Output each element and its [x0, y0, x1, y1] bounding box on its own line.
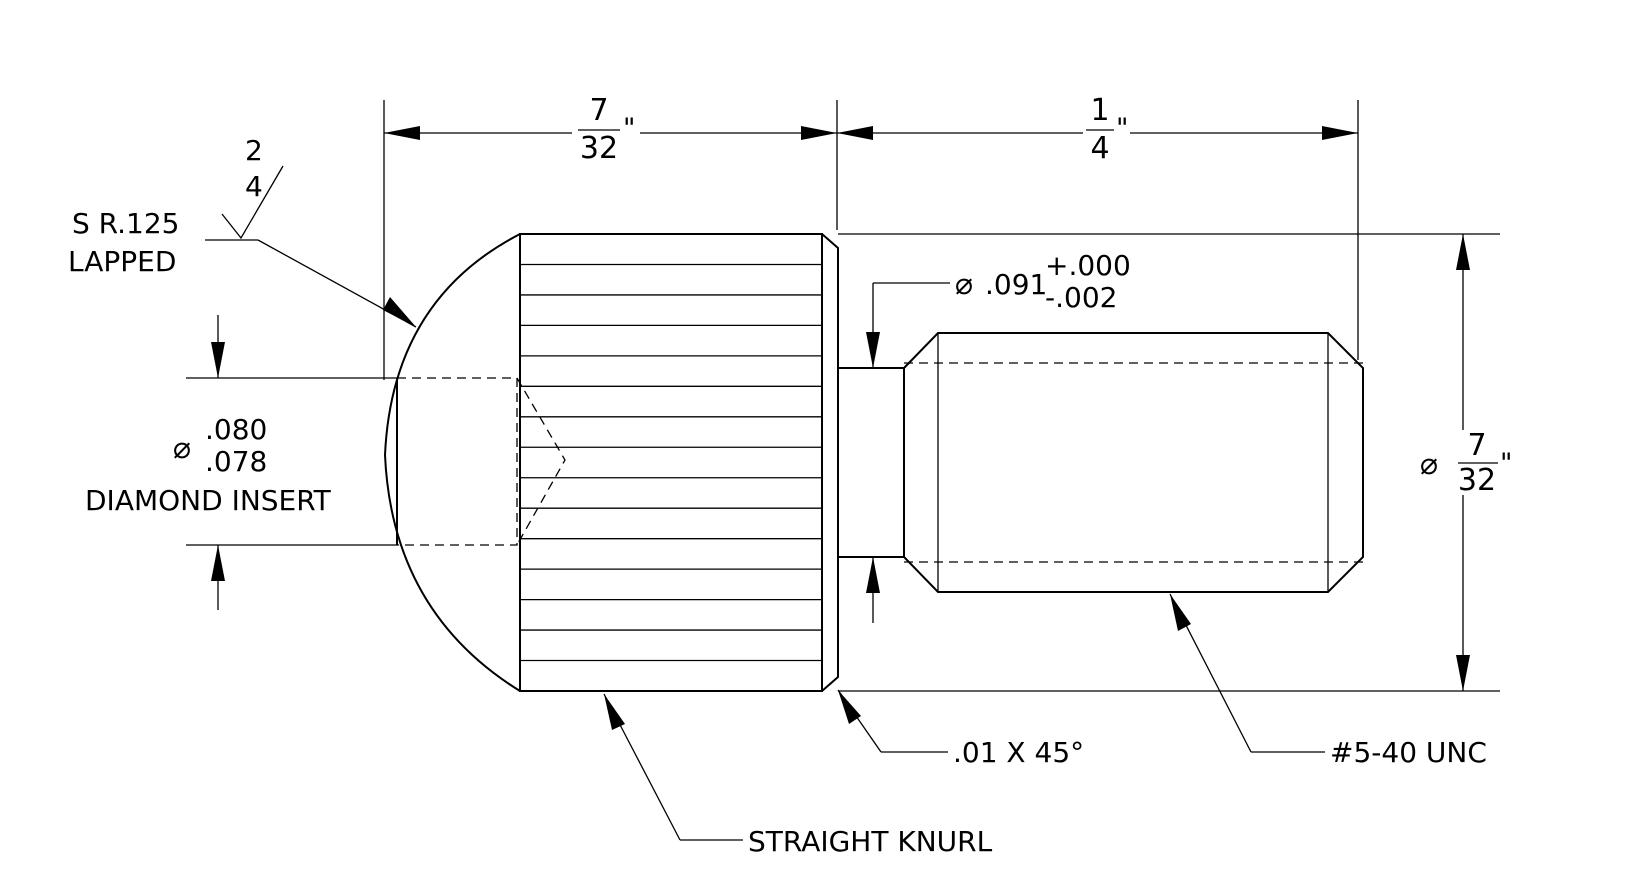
- relief-diameter-value: .091: [985, 268, 1047, 301]
- relief-neck: [837, 367, 905, 558]
- diameter-symbol: ⌀: [173, 431, 191, 466]
- arrowhead: [801, 126, 837, 140]
- insert-lower-limit: .078: [205, 445, 267, 478]
- spherical-end: [383, 233, 521, 692]
- inch-mark: ": [1500, 448, 1512, 479]
- diameter-symbol: ⌀: [955, 267, 973, 302]
- knurl-lines: [520, 263, 822, 662]
- arrowhead: [211, 342, 225, 378]
- arrowhead: [866, 557, 880, 593]
- surface-finish-symbol: [221, 165, 284, 240]
- part-outline: [383, 233, 1364, 692]
- arrowhead: [1170, 594, 1191, 631]
- arrowhead: [866, 332, 880, 368]
- chamfer-callout: .01 X 45°: [837, 689, 1084, 769]
- sphere-finish-label: LAPPED: [68, 245, 176, 278]
- finish-lower-value: 4: [245, 170, 263, 203]
- arrowhead: [383, 297, 416, 327]
- dim-denominator: 4: [1090, 131, 1109, 166]
- dimension-thread-length: 1 4 ": [837, 93, 1359, 360]
- dim-denominator: 32: [1458, 463, 1496, 498]
- finish-upper-value: 2: [245, 134, 263, 167]
- dimension-diameter: ⌀ 7 32 ": [838, 233, 1512, 692]
- surface-finish-callout: 2 4 S R.125 LAPPED: [68, 134, 417, 328]
- insert-label: DIAMOND INSERT: [85, 484, 332, 517]
- arrowhead: [837, 126, 873, 140]
- diameter-symbol: ⌀: [1420, 447, 1438, 482]
- thread-callout: #5-40 UNC: [1169, 593, 1487, 769]
- inch-mark: ": [1116, 113, 1128, 144]
- arrowhead: [838, 690, 861, 724]
- insert-upper-limit: .080: [205, 413, 267, 446]
- dim-numerator: 1: [1090, 93, 1109, 128]
- knurl-label: STRAIGHT KNURL: [748, 825, 993, 858]
- diamond-insert-hidden: [397, 377, 518, 546]
- knurl-callout: STRAIGHT KNURL: [603, 693, 993, 858]
- dimension-knurl-length: 7 32 ": [383, 93, 838, 380]
- arrowhead: [1322, 126, 1358, 140]
- knurl-body: [519, 233, 823, 692]
- upper-tolerance: +.000: [1045, 249, 1131, 282]
- arrowhead: [1456, 655, 1470, 691]
- dim-numerator: 7: [1467, 428, 1486, 463]
- dimension-relief-diameter: ⌀ .091 +.000 -.002: [866, 249, 1131, 623]
- chamfer-flange: [821, 233, 839, 692]
- dim-denominator: 32: [580, 131, 618, 166]
- arrowhead: [384, 126, 420, 140]
- lower-tolerance: -.002: [1045, 281, 1117, 314]
- threaded-section: [903, 332, 1364, 593]
- sphere-radius-label: S R.125: [72, 207, 179, 240]
- chamfer-label: .01 X 45°: [953, 736, 1084, 769]
- arrowhead: [604, 694, 625, 730]
- arrowhead: [211, 545, 225, 581]
- dim-numerator: 7: [589, 93, 608, 128]
- inch-mark: ": [623, 113, 635, 144]
- arrowhead: [1456, 234, 1470, 270]
- insert-drill-point: [516, 377, 566, 546]
- dimension-insert-diameter: ⌀ .080 .078 DIAMOND INSERT: [85, 315, 397, 610]
- thread-label: #5-40 UNC: [1330, 736, 1487, 769]
